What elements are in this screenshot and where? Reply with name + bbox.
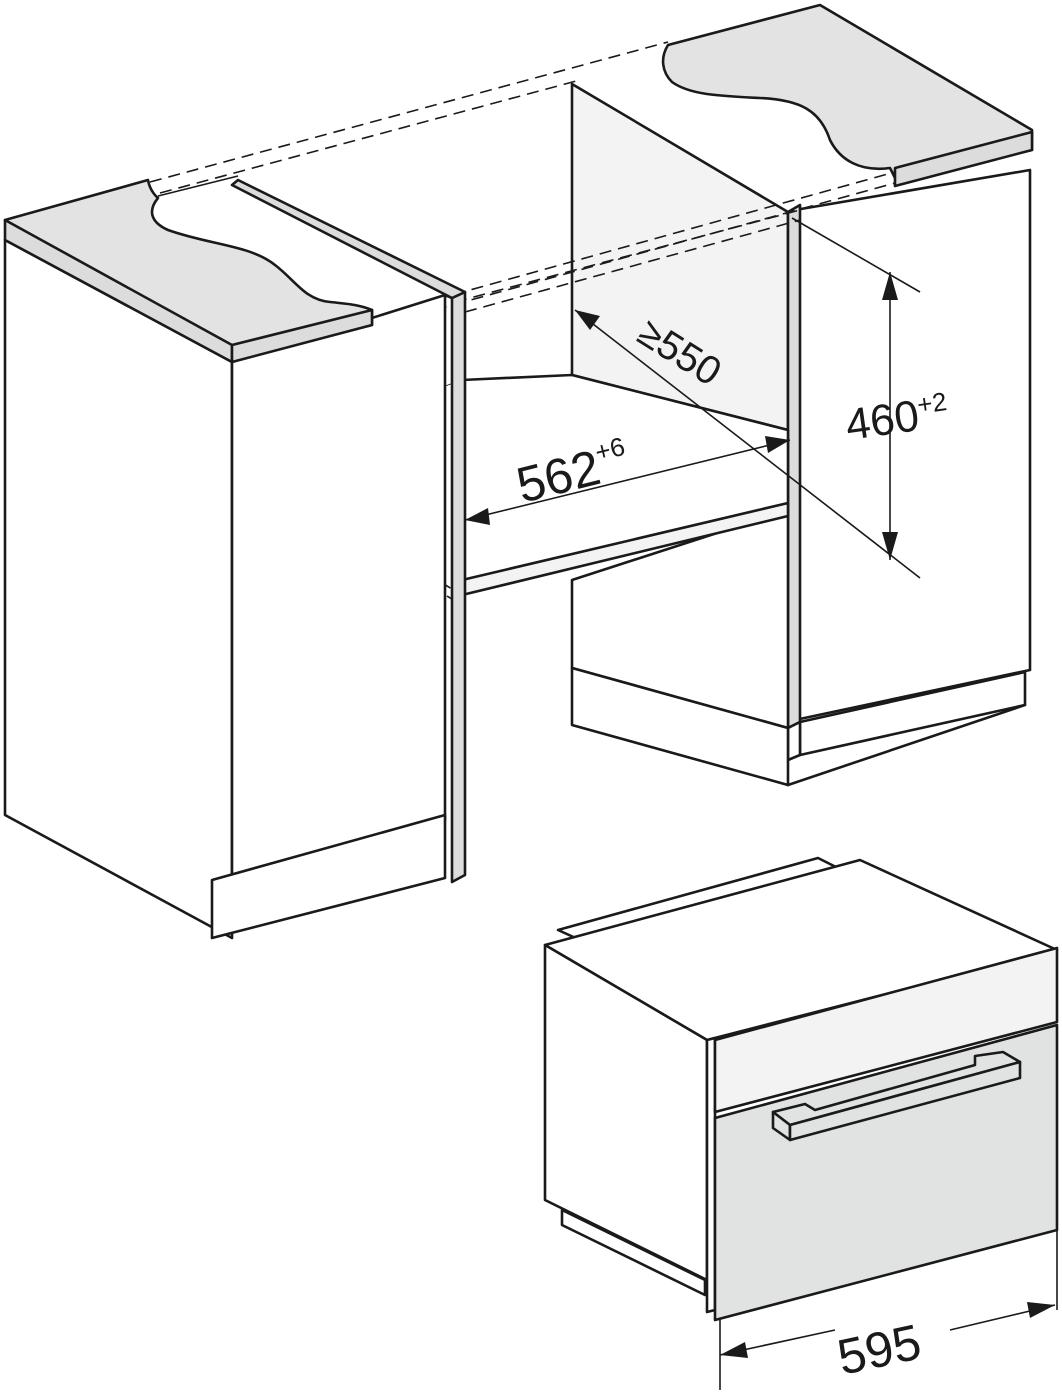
oven-control-panel (713, 946, 1059, 1114)
left-base-cabinet (3, 238, 467, 940)
oven-handle (771, 1050, 1022, 1142)
oven-door (713, 1023, 1059, 1322)
dimension-height-label: 460+2 (842, 386, 951, 450)
left-worktop (3, 175, 467, 364)
right-tall-cabinet (570, 82, 1032, 787)
dimension-appliance-width-label: 595 (833, 1314, 926, 1386)
oven-appliance (543, 856, 1059, 1322)
right-worktop (661, 3, 1034, 188)
